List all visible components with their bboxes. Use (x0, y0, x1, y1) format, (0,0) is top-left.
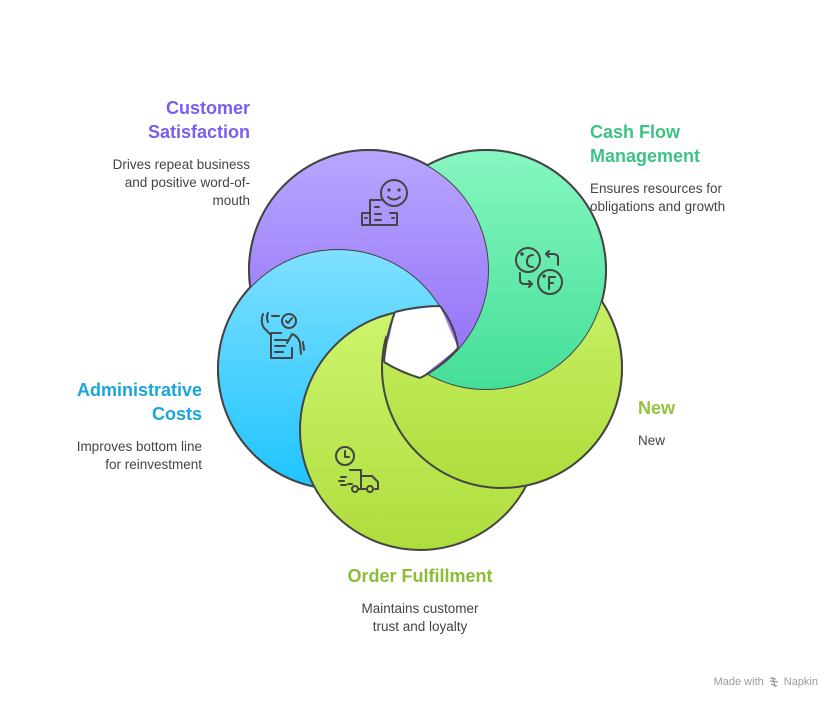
description-line: and positive word-of- (124, 175, 250, 190)
segment-administrative-costs: Administrative Costs Improves bottom lin… (22, 378, 202, 474)
segment-new: New New (638, 396, 758, 450)
title-line: New (638, 398, 676, 418)
title-line: Customer (165, 98, 250, 118)
title-line: Management (590, 146, 701, 166)
segment-cash-flow-management: Cash Flow Management Ensures resources f… (590, 120, 790, 216)
description-line: obligations and growth (590, 199, 726, 214)
segment-customer-satisfaction: Customer Satisfaction Drives repeat busi… (60, 96, 250, 210)
title-line: Satisfaction (147, 122, 250, 142)
document-approval-icon (260, 312, 305, 359)
temperature-conversion-icon (515, 247, 563, 295)
description-line: Ensures resources for (590, 181, 723, 196)
description-line: Maintains customer (361, 601, 479, 616)
segment-title: Administrative Costs (22, 378, 202, 426)
segment-title: New (638, 396, 758, 420)
title-line: Cash Flow (590, 122, 681, 142)
description-line: Drives repeat business (112, 157, 250, 172)
center-hole (384, 306, 458, 378)
segment-description: Ensures resources for obligations and gr… (590, 180, 790, 216)
segment-title: Cash Flow Management (590, 120, 790, 168)
description-line: mouth (212, 193, 250, 208)
description-line: trust and loyalty (372, 619, 468, 634)
made-with-label: Made with (713, 676, 764, 688)
title-line: Administrative (76, 380, 202, 400)
segment-description: Maintains customer trust and loyalty (320, 600, 520, 636)
napkin-logo-icon (769, 676, 778, 688)
description-line: for reinvestment (105, 457, 202, 472)
title-line: Costs (151, 404, 202, 424)
delivery-truck-clock-icon (335, 446, 379, 493)
segment-order-fulfillment: Order Fulfillment Maintains customer tru… (320, 564, 520, 636)
customer-building-smile-icon (361, 179, 408, 226)
segment-description: New (638, 432, 758, 450)
description-line: Improves bottom line (76, 439, 202, 454)
made-with-napkin-footer[interactable]: Made with Napkin (714, 676, 818, 688)
title-line: Order Fulfillment (347, 566, 493, 586)
description-line: New (638, 433, 666, 448)
segment-title: Customer Satisfaction (60, 96, 250, 144)
napkin-brand-label: Napkin (783, 676, 818, 688)
segment-title: Order Fulfillment (320, 564, 520, 588)
segment-description: Improves bottom line for reinvestment (22, 438, 202, 474)
center-hole-edges (383, 305, 459, 379)
segment-description: Drives repeat business and positive word… (60, 156, 250, 210)
